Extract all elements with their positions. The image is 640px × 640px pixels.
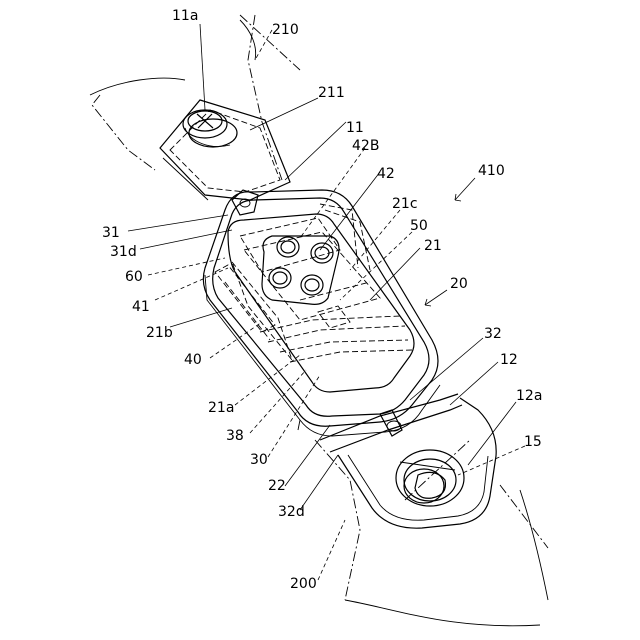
label-60: 60 [125, 269, 143, 285]
label-32d: 32d [278, 504, 305, 520]
label-42B: 42B [352, 138, 379, 154]
label-38: 38 [226, 428, 244, 444]
label-20: 20 [450, 276, 468, 292]
label-41: 41 [132, 299, 150, 315]
buttons-42 [262, 236, 339, 304]
label-32: 32 [484, 326, 502, 342]
label-11: 11 [346, 120, 364, 136]
label-15: 15 [524, 434, 542, 450]
reference-labels: 11a 210 211 11 42B 410 42 21c 50 21 31 3… [102, 8, 542, 592]
label-31d: 31d [110, 244, 137, 260]
strap-outline [90, 15, 548, 626]
label-200: 200 [290, 576, 317, 592]
label-21c: 21c [392, 196, 418, 212]
label-50: 50 [410, 218, 428, 234]
label-12a: 12a [516, 388, 542, 404]
leader-lines [128, 24, 525, 580]
label-21b: 21b [146, 325, 173, 341]
label-410: 410 [478, 163, 505, 179]
label-211: 211 [318, 85, 345, 101]
label-30: 30 [250, 452, 268, 468]
label-21: 21 [424, 238, 442, 254]
label-22: 22 [268, 478, 286, 494]
label-210: 210 [272, 22, 299, 38]
label-42: 42 [377, 166, 395, 182]
label-40: 40 [184, 352, 202, 368]
hidden-internals [215, 204, 412, 362]
hinge-and-lower-plate [320, 394, 496, 528]
label-12: 12 [500, 352, 518, 368]
label-11a: 11a [172, 8, 198, 24]
housing-20 [203, 190, 440, 436]
label-21a: 21a [208, 400, 234, 416]
label-31: 31 [102, 225, 120, 241]
